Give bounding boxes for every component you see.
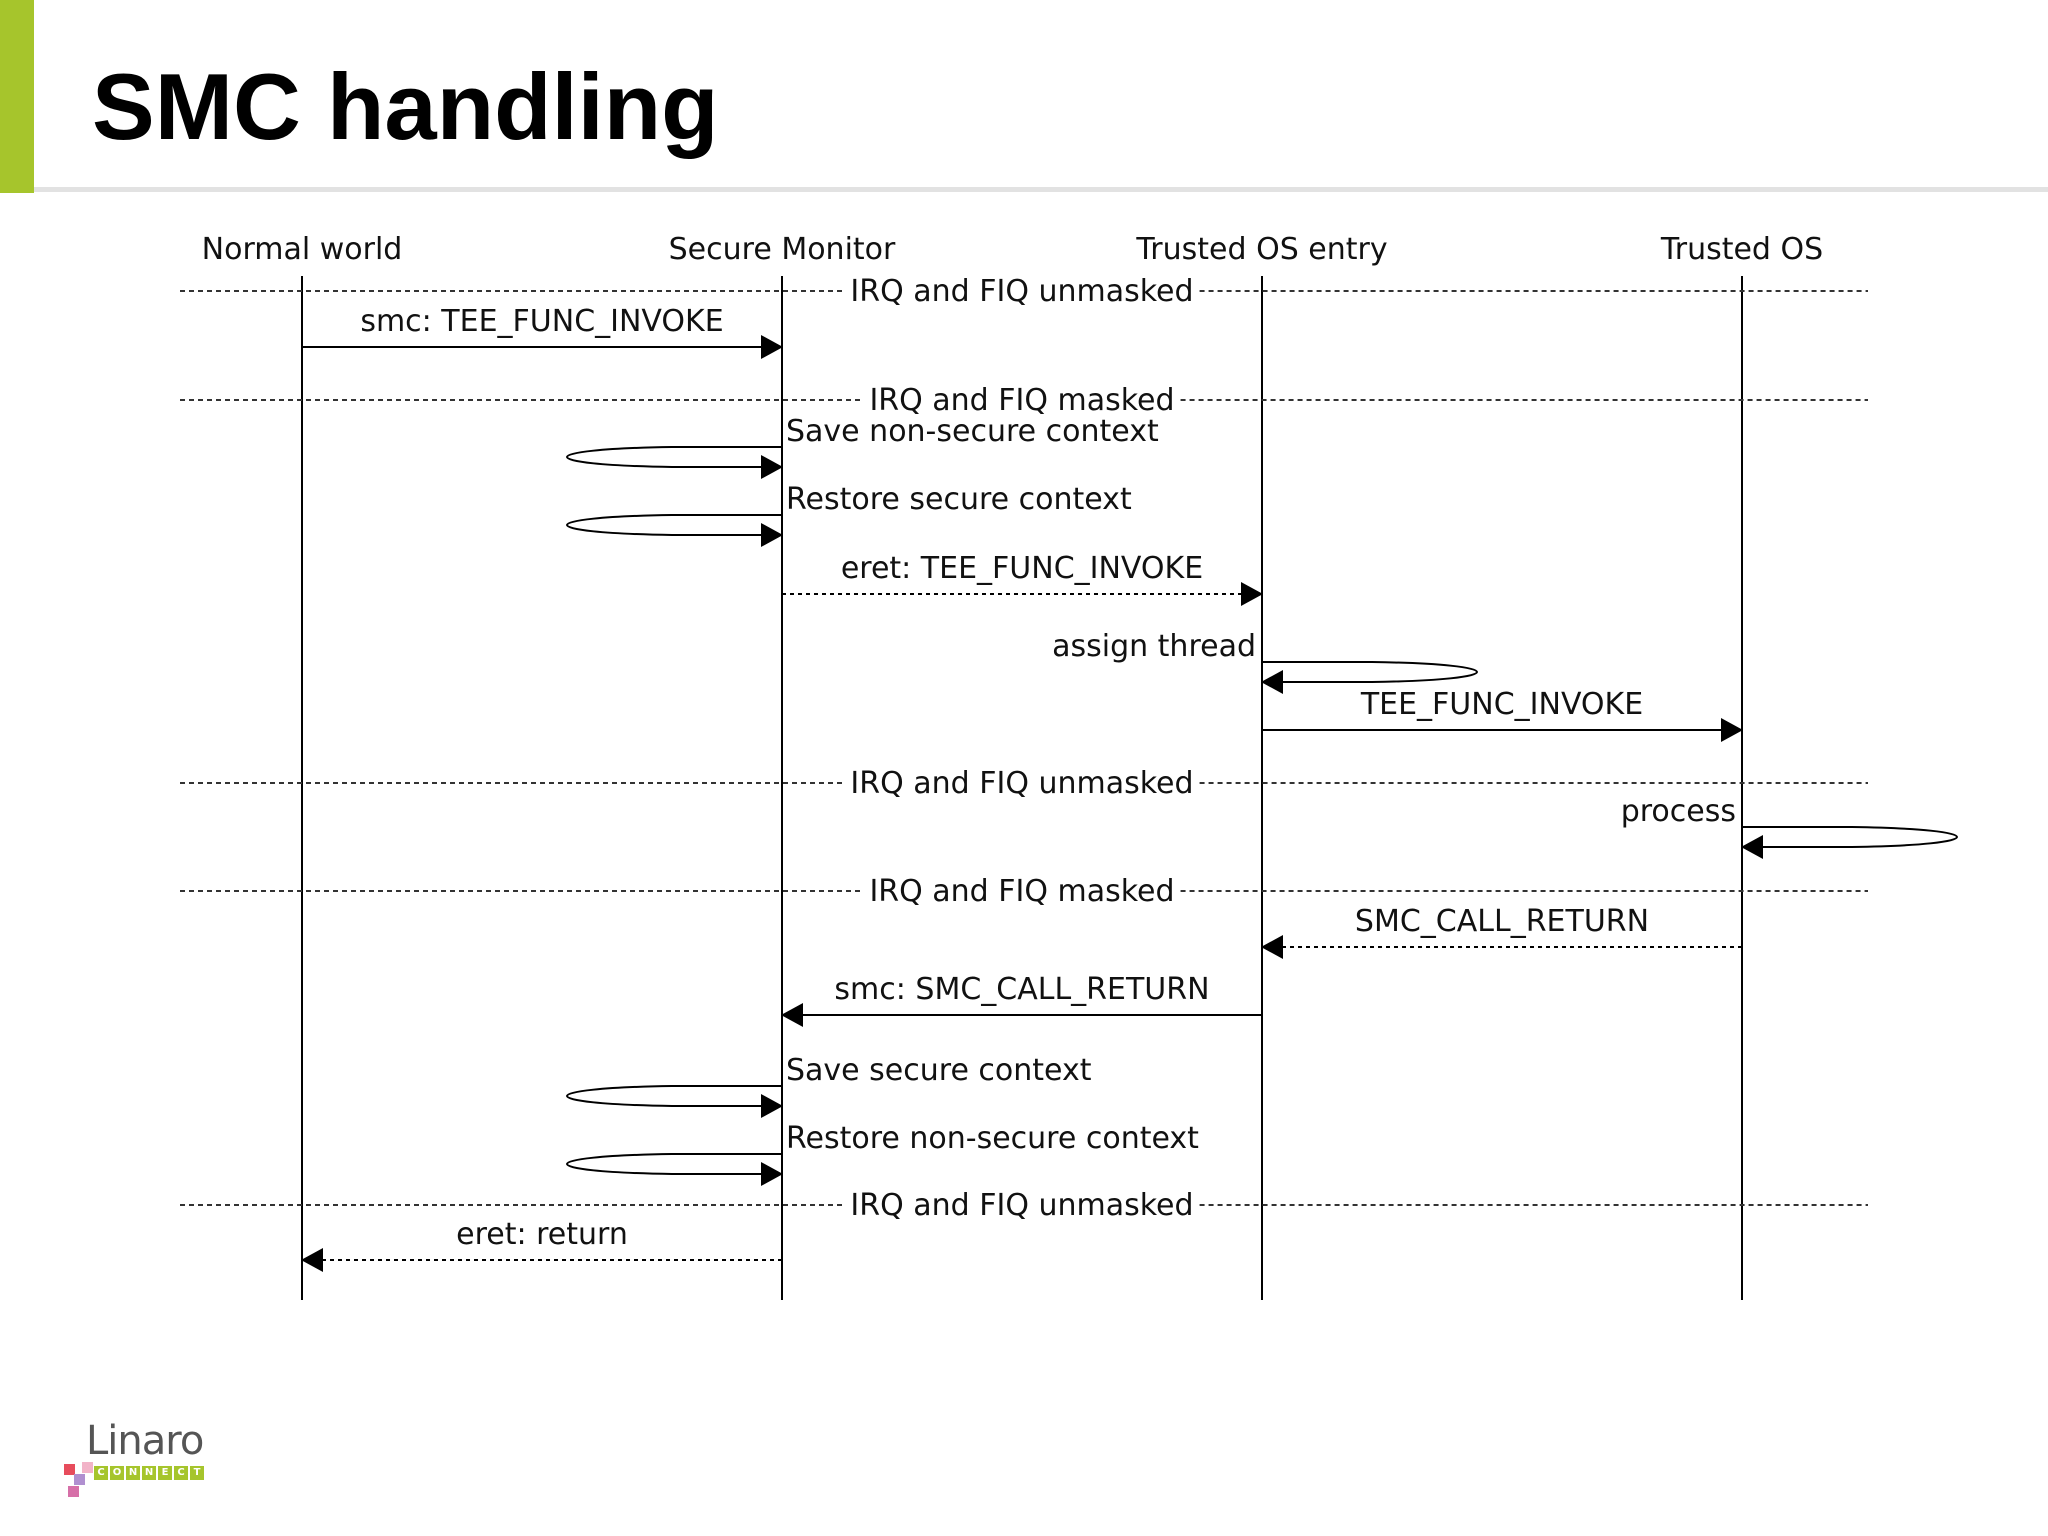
logo-letter: O <box>110 1466 124 1480</box>
logo-letter: C <box>174 1466 188 1480</box>
self-call-label: Save secure context <box>786 1053 1092 1088</box>
self-call-label: process <box>1621 794 1736 829</box>
self-call-label: Restore non-secure context <box>786 1121 1199 1156</box>
logo-letter: C <box>94 1466 108 1480</box>
message-label: TEE_FUNC_INVOKE <box>1360 687 1643 722</box>
interrupt-state-label: IRQ and FIQ unmasked <box>850 274 1193 309</box>
self-call-arrow <box>566 514 783 547</box>
self-call-arrow <box>566 1085 783 1118</box>
self-call-arrow <box>1261 661 1478 694</box>
self-call-arrow <box>1741 826 1958 859</box>
message-label: smc: SMC_CALL_RETURN <box>834 972 1209 1007</box>
self-call-arrow <box>566 1153 783 1186</box>
interrupt-state-label: IRQ and FIQ unmasked <box>850 766 1193 801</box>
self-call-label: assign thread <box>1052 629 1256 664</box>
interrupt-state-label: IRQ and FIQ masked <box>869 874 1174 909</box>
logo-wordmark: Linaro <box>86 1418 204 1464</box>
logo-letter: N <box>126 1466 140 1480</box>
interrupt-state-label: IRQ and FIQ masked <box>869 383 1174 418</box>
participant-label: Trusted OS entry <box>1135 232 1387 267</box>
self-call-label: Save non-secure context <box>786 414 1159 449</box>
message-label: eret: return <box>456 1217 628 1252</box>
message-label: SMC_CALL_RETURN <box>1355 904 1649 939</box>
logo-letter: T <box>190 1466 204 1480</box>
participant-label: Trusted OS <box>1660 232 1823 267</box>
logo-letter: N <box>142 1466 156 1480</box>
self-call-label: Restore secure context <box>786 482 1132 517</box>
participant-label: Secure Monitor <box>669 232 896 267</box>
interrupt-state-label: IRQ and FIQ unmasked <box>850 1188 1193 1223</box>
self-call-arrow <box>566 446 783 479</box>
participant-label: Normal world <box>202 232 403 267</box>
title-divider <box>34 187 2048 192</box>
accent-bar <box>0 0 34 193</box>
message-label: smc: TEE_FUNC_INVOKE <box>360 304 723 339</box>
message-label: eret: TEE_FUNC_INVOKE <box>841 551 1203 586</box>
slide-title: SMC handling <box>92 54 719 159</box>
logo-letter: E <box>158 1466 172 1480</box>
